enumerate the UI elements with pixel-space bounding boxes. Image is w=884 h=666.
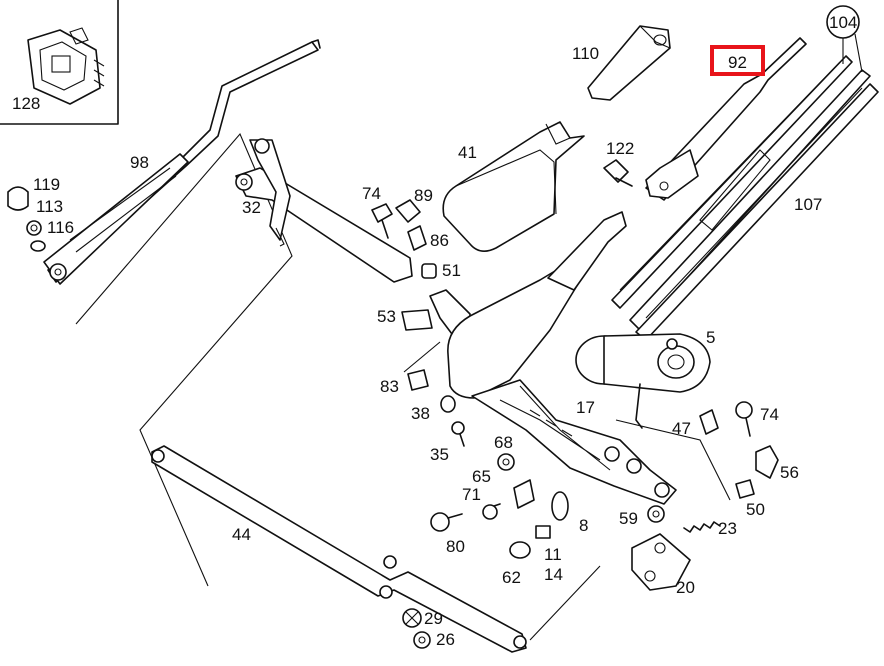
- clip-11[interactable]: [535, 525, 551, 539]
- group-outline-right: [403, 341, 731, 641]
- relay-connector-128[interactable]: [27, 27, 105, 105]
- label-116: 116: [47, 218, 74, 237]
- label-14: 14: [544, 565, 563, 584]
- highlight-box-92: [710, 45, 765, 76]
- label-5: 5: [706, 328, 715, 347]
- lever-20[interactable]: [631, 533, 691, 591]
- nut-116[interactable]: [26, 220, 42, 236]
- label-62: 62: [502, 568, 521, 587]
- label-128: 128: [12, 94, 40, 113]
- bracket-56[interactable]: [755, 445, 779, 479]
- clip-83[interactable]: [407, 369, 429, 391]
- label-29: 29: [424, 609, 443, 628]
- motor-frame-17[interactable]: [447, 211, 677, 505]
- label-26: 26: [436, 630, 455, 649]
- label-32: 32: [242, 198, 261, 217]
- ball-joint-62[interactable]: [509, 541, 531, 559]
- label-74b: 74: [760, 405, 779, 424]
- bolt-71[interactable]: [482, 503, 501, 520]
- washer-8[interactable]: [551, 491, 569, 521]
- label-74a: 74: [362, 184, 381, 203]
- label-110: 110: [572, 44, 599, 63]
- arm-cap-110[interactable]: [587, 25, 671, 101]
- wiper-arm-98[interactable]: [43, 39, 321, 285]
- inset-box-128: [0, 0, 119, 125]
- label-20: 20: [676, 578, 695, 597]
- label-50: 50: [746, 500, 765, 519]
- label-104: 104: [829, 13, 857, 32]
- nut-59[interactable]: [647, 505, 665, 523]
- spring-23[interactable]: [683, 521, 721, 533]
- label-47: 47: [672, 419, 691, 438]
- label-23: 23: [718, 519, 737, 538]
- label-44: 44: [232, 525, 251, 544]
- spacer-51[interactable]: [421, 263, 437, 279]
- label-80: 80: [446, 537, 465, 556]
- grommet-89[interactable]: [395, 199, 421, 223]
- label-107: 107: [794, 195, 822, 214]
- wiper-motor-5[interactable]: [575, 333, 711, 429]
- cap-119[interactable]: [7, 186, 29, 211]
- linkage-32[interactable]: [235, 138, 413, 283]
- bolt-35[interactable]: [451, 421, 465, 447]
- bolt-122[interactable]: [603, 159, 633, 187]
- bolt-80[interactable]: [430, 512, 463, 532]
- label-71: 71: [462, 485, 481, 504]
- wiper-blade-107[interactable]: [611, 55, 879, 341]
- label-92: 92: [728, 53, 747, 72]
- cover-41[interactable]: [442, 121, 585, 252]
- nut-68[interactable]: [497, 453, 515, 471]
- label-56: 56: [780, 463, 799, 482]
- label-119: 119: [33, 175, 60, 194]
- label-68: 68: [494, 433, 513, 452]
- label-98: 98: [130, 153, 149, 172]
- label-113: 113: [36, 197, 63, 216]
- label-8: 8: [579, 516, 588, 535]
- label-51: 51: [442, 261, 461, 280]
- label-86: 86: [430, 231, 449, 250]
- label-122: 122: [606, 139, 634, 158]
- washer-113[interactable]: [30, 240, 46, 252]
- bracket-53[interactable]: [401, 309, 433, 331]
- label-11: 11: [544, 545, 562, 564]
- label-41: 41: [458, 143, 477, 162]
- callout-104-leader: [826, 5, 863, 73]
- label-53: 53: [377, 307, 396, 326]
- grommet-47[interactable]: [699, 409, 719, 435]
- label-89: 89: [414, 186, 433, 205]
- bushing-38[interactable]: [440, 395, 456, 413]
- label-17: 17: [576, 398, 595, 417]
- bolt-74-lower[interactable]: [735, 401, 753, 437]
- label-59: 59: [619, 509, 638, 528]
- washer-29[interactable]: [402, 608, 422, 628]
- wiper-arm-92[interactable]: [645, 37, 807, 201]
- label-83: 83: [380, 377, 399, 396]
- part-labels: 128 110 92 104 98 41 122 119 113 116 32 …: [12, 13, 857, 649]
- bolt-74-upper[interactable]: [371, 203, 393, 239]
- pin-50[interactable]: [735, 479, 755, 499]
- linkage-rod-44[interactable]: [151, 445, 527, 653]
- label-35: 35: [430, 445, 449, 464]
- bracket-65[interactable]: [513, 479, 535, 509]
- nut-26[interactable]: [413, 631, 431, 649]
- bolt-86[interactable]: [407, 225, 427, 251]
- label-38: 38: [411, 404, 430, 423]
- label-65: 65: [472, 467, 491, 486]
- group-outline-left: [75, 132, 293, 587]
